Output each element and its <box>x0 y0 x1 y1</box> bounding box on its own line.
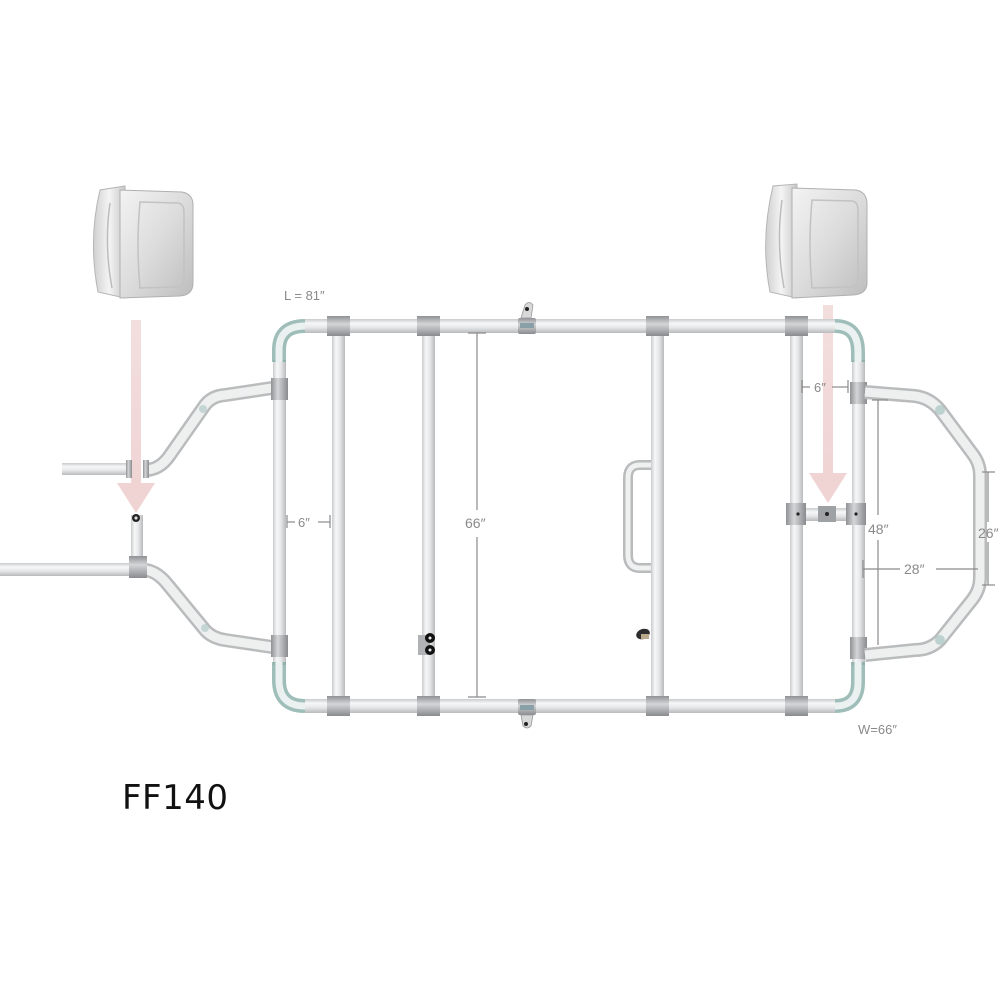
bow-depth-label: 28″ <box>904 561 925 577</box>
model-name: FF140 <box>122 778 229 818</box>
inner-span-label: 66″ <box>465 515 486 531</box>
cleat <box>636 628 650 640</box>
right-seat-arrow <box>809 305 847 503</box>
width-label: W=66″ <box>858 722 897 737</box>
left-gap-label: 6″ <box>298 515 310 530</box>
left-seat-arrow <box>117 320 155 513</box>
rod-holder <box>418 633 435 655</box>
handle <box>623 460 651 573</box>
dimension-lines <box>286 332 995 698</box>
length-label: L = 81″ <box>284 288 325 303</box>
main-frame <box>271 302 867 729</box>
bow-assembly <box>864 385 987 662</box>
oarlock-top <box>518 302 536 334</box>
right-gap-label: 6″ <box>814 380 826 395</box>
bow-height-label: 48″ <box>868 521 889 537</box>
oarlock-bottom <box>518 699 536 729</box>
tee-fittings <box>271 316 867 716</box>
left-tow-assembly <box>0 381 274 654</box>
right-seat <box>765 183 868 299</box>
bow-tip-label: 26″ <box>978 525 999 541</box>
left-seat <box>92 185 194 299</box>
